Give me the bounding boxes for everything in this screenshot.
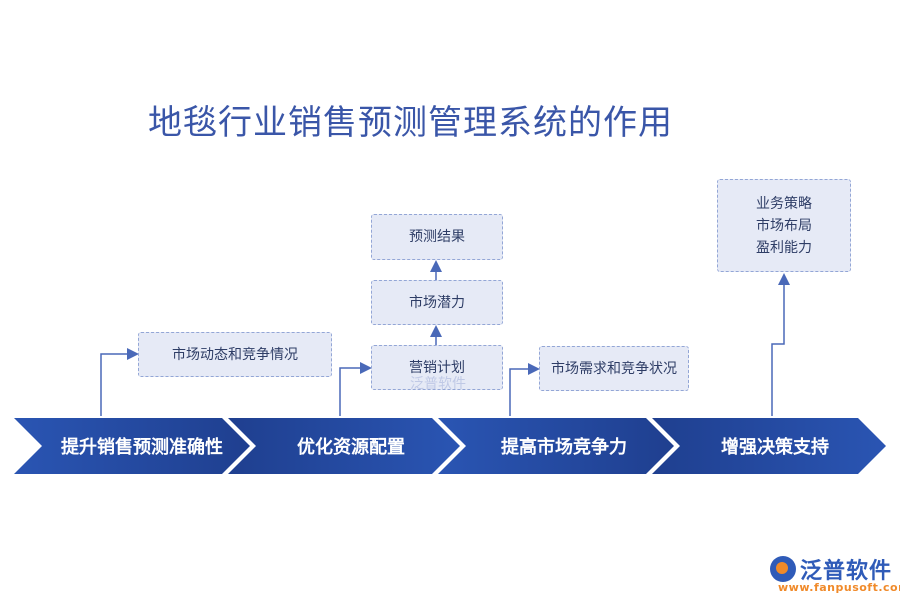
- connector-stage4: [771, 273, 790, 416]
- stage-arrow-1: [14, 418, 250, 474]
- box-market-dynamics-label: 市场动态和竞争情况: [172, 346, 298, 363]
- box-forecast-result-label: 预测结果: [409, 229, 465, 245]
- box-market-dynamics: 市场动态和竞争情况: [138, 332, 332, 377]
- box-decision-line-1: 业务策略: [756, 195, 812, 212]
- logo-icon: [770, 556, 796, 582]
- stage-label-3: 提高市场竞争力: [501, 437, 627, 458]
- box-decision-line-3: 盈利能力: [756, 239, 812, 256]
- box-decision-line-2: 市场布局: [756, 217, 812, 234]
- box-market-demand: 市场需求和竞争状况: [539, 346, 689, 391]
- stage-label-1: 提升销售预测准确性: [61, 437, 223, 458]
- box-decision-support: 业务策略 市场布局 盈利能力: [717, 179, 851, 272]
- box-market-demand-label: 市场需求和竞争状况: [551, 360, 677, 377]
- connector-stage2: [339, 362, 372, 416]
- page-title: 地毯行业销售预测管理系统的作用: [148, 103, 673, 143]
- stage-arrow-3: [438, 418, 674, 474]
- stage-arrow-2: [228, 418, 460, 474]
- connector-stage3: [509, 363, 540, 416]
- box-forecast-result: 预测结果: [371, 214, 503, 260]
- logo-name: 泛普软件: [800, 559, 893, 584]
- watermark-text: 泛普软件: [410, 376, 466, 392]
- box-market-potential-label: 市场潜力: [409, 294, 465, 311]
- box-marketing-plan-label: 营销计划: [409, 359, 465, 376]
- box-marketing-plan: 营销计划: [371, 345, 503, 390]
- logo-url: www.fanpusoft.com: [778, 581, 900, 594]
- box-market-potential: 市场潜力: [371, 280, 503, 325]
- stage-label-2: 优化资源配置: [297, 437, 405, 458]
- brand-logo: 泛普软件: [770, 553, 892, 585]
- connector-stage1: [100, 348, 139, 416]
- stage-arrow-4: [652, 418, 886, 474]
- stage-label-4: 增强决策支持: [721, 437, 829, 458]
